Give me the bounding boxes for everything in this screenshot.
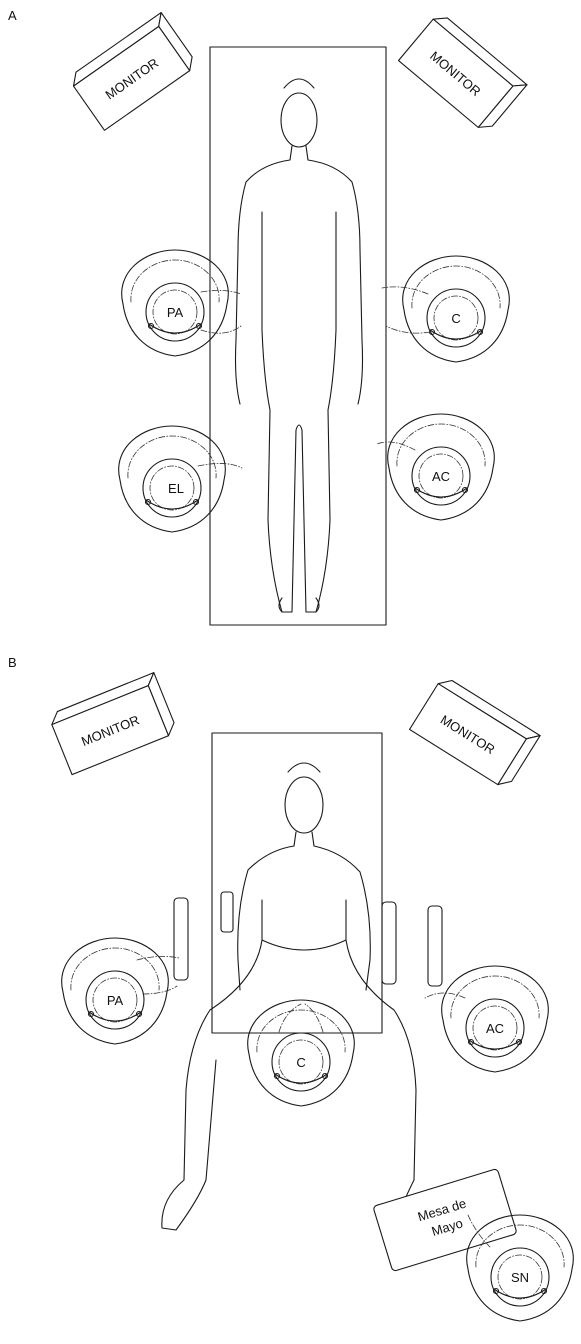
- stirrup-left-inner: [221, 892, 233, 932]
- panel-b-letter: B: [8, 655, 17, 670]
- person-c-a-label: C: [451, 311, 460, 326]
- panel-b: B MONITOR MONITOR: [8, 655, 573, 1321]
- person-el-a: EL: [119, 426, 242, 532]
- person-el-a-label: EL: [168, 481, 184, 496]
- person-pa-a: PA: [122, 250, 241, 356]
- person-c-b-label: C: [296, 1055, 305, 1070]
- monitor-right-a: MONITOR: [399, 11, 527, 133]
- person-c-a: C: [382, 256, 509, 362]
- person-ac-b: AC: [425, 966, 548, 1072]
- person-c-b: C: [248, 1000, 355, 1106]
- person-ac-a: AC: [377, 414, 494, 520]
- person-ac-a-label: AC: [432, 469, 450, 484]
- person-pa-b-label: PA: [107, 993, 124, 1008]
- patient-a: [236, 79, 363, 612]
- monitor-left-b: MONITOR: [48, 673, 178, 775]
- person-ac-b-label: AC: [486, 1021, 504, 1036]
- stirrup-left: [174, 898, 188, 980]
- person-sn-b-label: SN: [511, 1270, 529, 1285]
- monitor-left-a: MONITOR: [68, 13, 198, 131]
- person-pa-b: PA: [62, 938, 179, 1044]
- monitor-right-b: MONITOR: [410, 675, 541, 790]
- panel-a: A MONITOR MONITOR: [8, 8, 527, 625]
- person-pa-a-label: PA: [167, 305, 184, 320]
- patient-b: [162, 763, 416, 1230]
- stirrup-right-outer: [428, 906, 442, 986]
- stirrup-right: [382, 902, 396, 984]
- panel-a-letter: A: [8, 8, 17, 23]
